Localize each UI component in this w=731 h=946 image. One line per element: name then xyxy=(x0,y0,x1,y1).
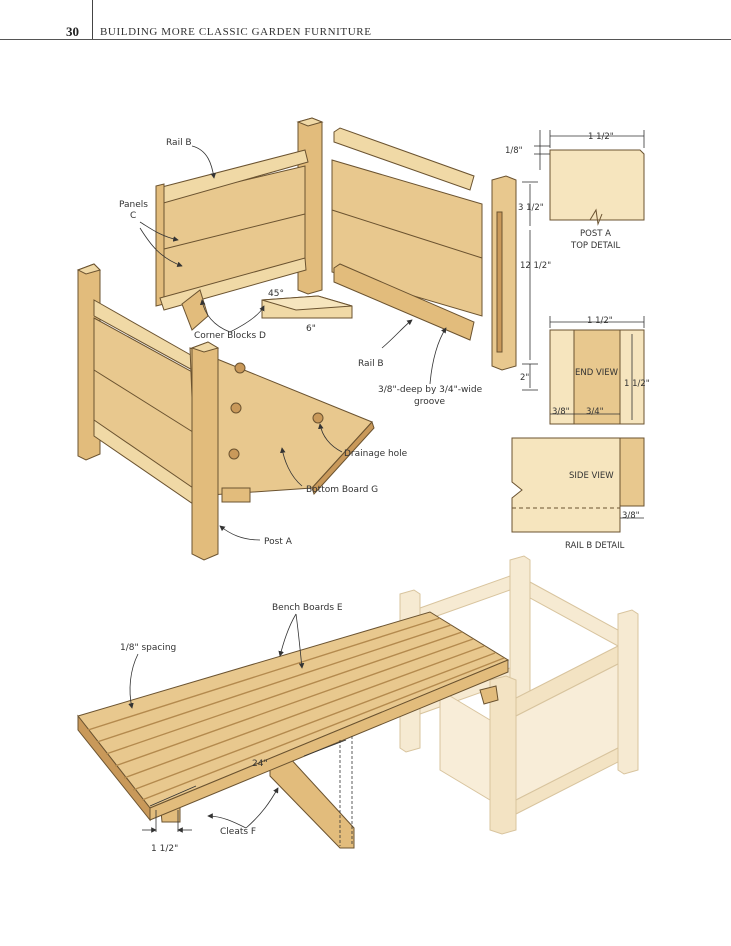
page-number: 30 xyxy=(66,24,79,39)
ghost-planter xyxy=(399,555,639,835)
label-cleats: Cleats F xyxy=(220,827,256,837)
label-end-view: END VIEW xyxy=(575,368,619,378)
rail-b-end-view xyxy=(549,316,645,425)
label-dim-1-1-2: 1 1/2" xyxy=(151,844,178,854)
label-groove-2: groove xyxy=(414,397,446,407)
dim-post-2: 2" xyxy=(520,373,529,383)
label-panels-c: Panels xyxy=(119,200,148,210)
post-a-top-detail xyxy=(522,130,645,391)
dim-post-width: 1 1/2" xyxy=(588,132,614,142)
dim-post-12-1-2: 12 1/2" xyxy=(520,261,551,271)
planter-front-assembly xyxy=(76,263,375,561)
header-divider xyxy=(92,0,93,40)
caption-top-detail: TOP DETAIL xyxy=(570,241,620,251)
exploded-side-assembly xyxy=(155,117,353,331)
header-rule xyxy=(0,39,731,40)
label-bottom-board: Bottom Board G xyxy=(306,485,378,495)
bench xyxy=(77,611,510,849)
label-bench-boards: Bench Boards E xyxy=(272,603,343,613)
dim-rail-width: 1 1/2" xyxy=(587,316,613,326)
dim-rail-3-4: 3/4" xyxy=(586,407,604,417)
label-angle-45: 45° xyxy=(268,289,284,299)
page-header: 30 BUILDING MORE CLASSIC GARDEN FURNITUR… xyxy=(0,0,731,40)
label-panels-c-letter: C xyxy=(130,211,136,221)
dim-rail-3-8-b: 3/8" xyxy=(622,511,640,521)
label-side-view: SIDE VIEW xyxy=(569,471,614,481)
label-drainage-hole: Drainage hole xyxy=(344,449,408,459)
dim-rail-height: 1 1/2" xyxy=(624,379,650,389)
dim-rail-3-8-a: 3/8" xyxy=(552,407,570,417)
caption-post-a: POST A xyxy=(580,229,611,239)
rail-b-side-view xyxy=(511,437,645,533)
label-groove: 3/8"-deep by 3/4"-wide xyxy=(378,385,483,395)
bench-labels xyxy=(128,613,347,833)
exploded-labels xyxy=(139,145,447,541)
label-corner-blocks: Corner Blocks D xyxy=(194,331,266,341)
label-rail-b-mid: Rail B xyxy=(358,359,384,369)
label-spacing: 1/8" spacing xyxy=(120,643,176,653)
label-dim-6: 6" xyxy=(306,324,316,334)
dim-post-chamfer: 1/8" xyxy=(505,146,523,156)
caption-rail-b-detail: RAIL B DETAIL xyxy=(565,541,625,551)
loose-parts xyxy=(331,127,517,371)
label-dim-24: 24" xyxy=(252,759,268,769)
running-title: BUILDING MORE CLASSIC GARDEN FURNITURE xyxy=(100,26,372,38)
dim-post-3-1-2: 3 1/2" xyxy=(518,203,544,213)
label-rail-b-top: Rail B xyxy=(166,138,192,148)
label-post-a: Post A xyxy=(264,537,293,547)
